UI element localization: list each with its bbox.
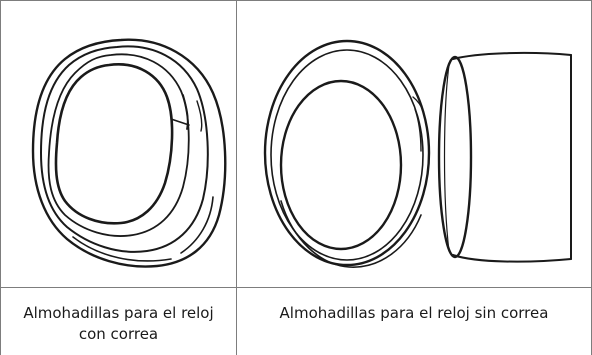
table-column-divider: [236, 0, 237, 355]
table-row-divider: [0, 287, 592, 288]
illustration-cell-with-strap: [1, 1, 236, 287]
table-border-top: [0, 0, 592, 1]
ring-shaped-pad-icon: [31, 38, 227, 268]
illustration-cell-without-strap: [237, 1, 591, 287]
oval-and-cylinder-pad-icon: [263, 39, 572, 268]
caption-with-strap: Almohadillas para el reloj con correa: [23, 304, 214, 343]
table-border-left: [0, 0, 1, 355]
caption-without-strap: Almohadillas para el reloj sin correa: [279, 304, 549, 322]
